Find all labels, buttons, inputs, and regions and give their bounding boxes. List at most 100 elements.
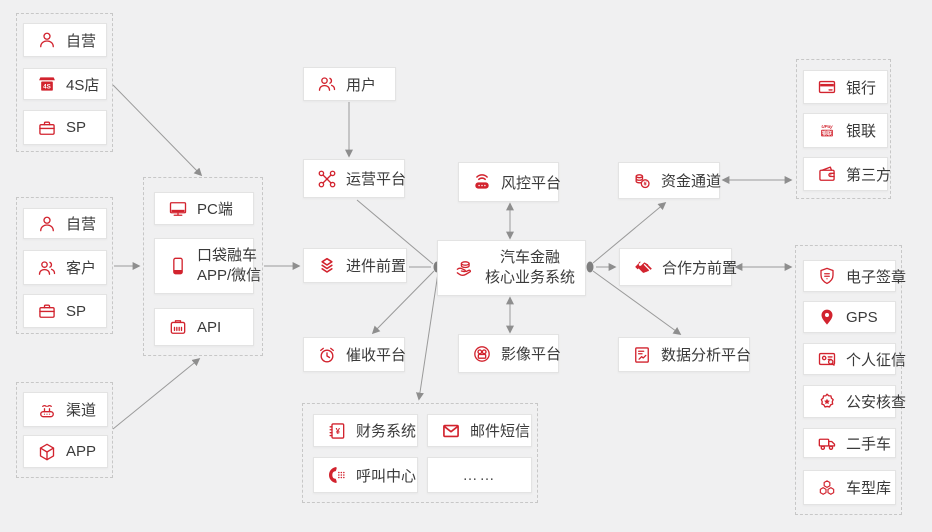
- box-label: 公安核查: [846, 394, 907, 411]
- group-customer-sources: 自营 客户 SP: [16, 197, 113, 334]
- network-nodes-icon: [317, 169, 337, 189]
- node-core-system: 汽车金融 核心业务系统: [437, 240, 586, 296]
- wallet-icon: [817, 164, 837, 184]
- box-pc-client: PC端: [154, 192, 254, 225]
- smartphone-icon: [168, 256, 188, 276]
- box-label: GPS: [846, 308, 878, 326]
- box-car-model-library: 车型库: [803, 470, 896, 505]
- unionpay-icon: [817, 121, 837, 141]
- box-e-signature: 电子签章: [803, 260, 906, 292]
- box-label: 4S店: [66, 76, 100, 94]
- edge-dealers-to-channels: [112, 84, 203, 177]
- node-analytics-platform: 数据分析平台: [618, 337, 752, 372]
- node-imaging-platform: 影像平台: [458, 334, 562, 373]
- group-dealer-sources: 自营 4S店 SP: [16, 13, 113, 152]
- node-label: 运营平台: [346, 171, 407, 188]
- node-label: 汽车金融 核心业务系统: [485, 249, 576, 286]
- edge-core-to-funds: [592, 201, 667, 264]
- node-label: 影像平台: [501, 346, 562, 363]
- box-used-car: 二手车: [803, 428, 896, 458]
- phone-handset-icon: [327, 465, 347, 485]
- cube-icon: [37, 442, 57, 462]
- box-sp-1: SP: [23, 110, 107, 145]
- edge-core-to-analytics: [592, 270, 682, 335]
- box-label: ……: [462, 466, 497, 484]
- id-card-icon: [817, 349, 837, 369]
- box-label: API: [197, 318, 222, 336]
- box-customer: 客户: [23, 250, 107, 285]
- badge-star-icon: [817, 392, 837, 412]
- box-label: 自营: [66, 216, 97, 233]
- box-self-operated-2: 自营: [23, 208, 107, 239]
- box-label: 车型库: [846, 480, 892, 497]
- group-channel-sources: 渠道 APP: [16, 382, 113, 478]
- node-user: 用户: [303, 67, 396, 101]
- bank-card-icon: [817, 77, 837, 97]
- edge-channelgrp-to-channels: [112, 357, 201, 430]
- handshake-icon: [633, 257, 653, 277]
- box-label: 客户: [66, 260, 97, 277]
- person-icon: [37, 214, 57, 234]
- node-intake-front: 进件前置: [303, 248, 407, 283]
- people-icon: [37, 258, 57, 278]
- box-label: 个人征信: [846, 351, 907, 369]
- node-collection-platform: 催收平台: [303, 337, 407, 372]
- box-label: APP: [66, 443, 97, 460]
- box-bank: 银行: [803, 70, 888, 104]
- briefcase-icon: [37, 118, 57, 138]
- node-label: 风控平台: [501, 174, 562, 192]
- antenna-icon: [37, 400, 57, 420]
- box-police-check: 公安核查: [803, 385, 906, 418]
- coins-icon: [632, 171, 652, 191]
- box-pocket-app: 口袋融车 APP/微信: [154, 238, 261, 294]
- box-call-center: 呼叫中心: [313, 457, 418, 493]
- cubes-icon: [817, 478, 837, 498]
- box-more-systems: ……: [427, 457, 532, 493]
- box-label: PC端: [197, 201, 233, 218]
- box-label: 二手车: [846, 435, 892, 453]
- box-self-operated-1: 自营: [23, 23, 107, 57]
- junction-right: [586, 261, 594, 273]
- alarm-clock-icon: [317, 345, 337, 365]
- node-operation-platform: 运营平台: [303, 159, 407, 198]
- box-label: SP: [66, 302, 87, 320]
- group-support-systems: 财务系统 邮件短信 呼叫中心 ……: [302, 403, 538, 503]
- box-label: 银联: [846, 123, 877, 140]
- store-4s-icon: [37, 74, 57, 94]
- group-funding-partners: 银行 银联 第三方: [796, 59, 891, 199]
- node-label: 催收平台: [346, 347, 407, 364]
- box-label: 渠道: [66, 402, 97, 419]
- group-external-services: 电子签章 GPS 个人征信 公安核查 二手车 车型库: [795, 245, 906, 515]
- monitor-icon: [168, 199, 188, 219]
- box-channel: 渠道: [23, 392, 108, 427]
- box-app: APP: [23, 435, 108, 468]
- api-port-icon: [168, 317, 188, 337]
- stack-icon: [317, 256, 337, 276]
- box-sp-2: SP: [23, 294, 107, 328]
- box-label: 自营: [66, 32, 97, 50]
- location-pin-icon: [817, 307, 837, 327]
- node-label: 合作方前置: [662, 259, 738, 277]
- person-icon: [37, 30, 57, 50]
- wifi-router-icon: [472, 172, 492, 192]
- box-label: 口袋融车 APP/微信: [197, 247, 262, 284]
- node-label: 数据分析平台: [661, 347, 752, 364]
- edge-core-to-collection: [371, 270, 435, 335]
- box-api: API: [154, 308, 254, 346]
- doc-chart-icon: [632, 345, 652, 365]
- truck-icon: [817, 433, 837, 453]
- box-unionpay: 银联: [803, 113, 888, 148]
- briefcase-icon: [37, 301, 57, 321]
- node-funds-channel: 资金通道: [618, 162, 721, 199]
- box-4s-store: 4S店: [23, 68, 107, 100]
- box-label: 第三方: [846, 166, 892, 184]
- hand-coins-icon: [454, 258, 474, 278]
- box-label: 呼叫中心: [356, 467, 417, 485]
- box-label: 电子签章: [846, 268, 907, 286]
- envelope-icon: [441, 421, 461, 441]
- shield-icon: [817, 266, 837, 286]
- node-risk-platform: 风控平台: [458, 162, 562, 202]
- box-label: SP: [66, 119, 87, 136]
- ledger-yen-icon: [327, 421, 347, 441]
